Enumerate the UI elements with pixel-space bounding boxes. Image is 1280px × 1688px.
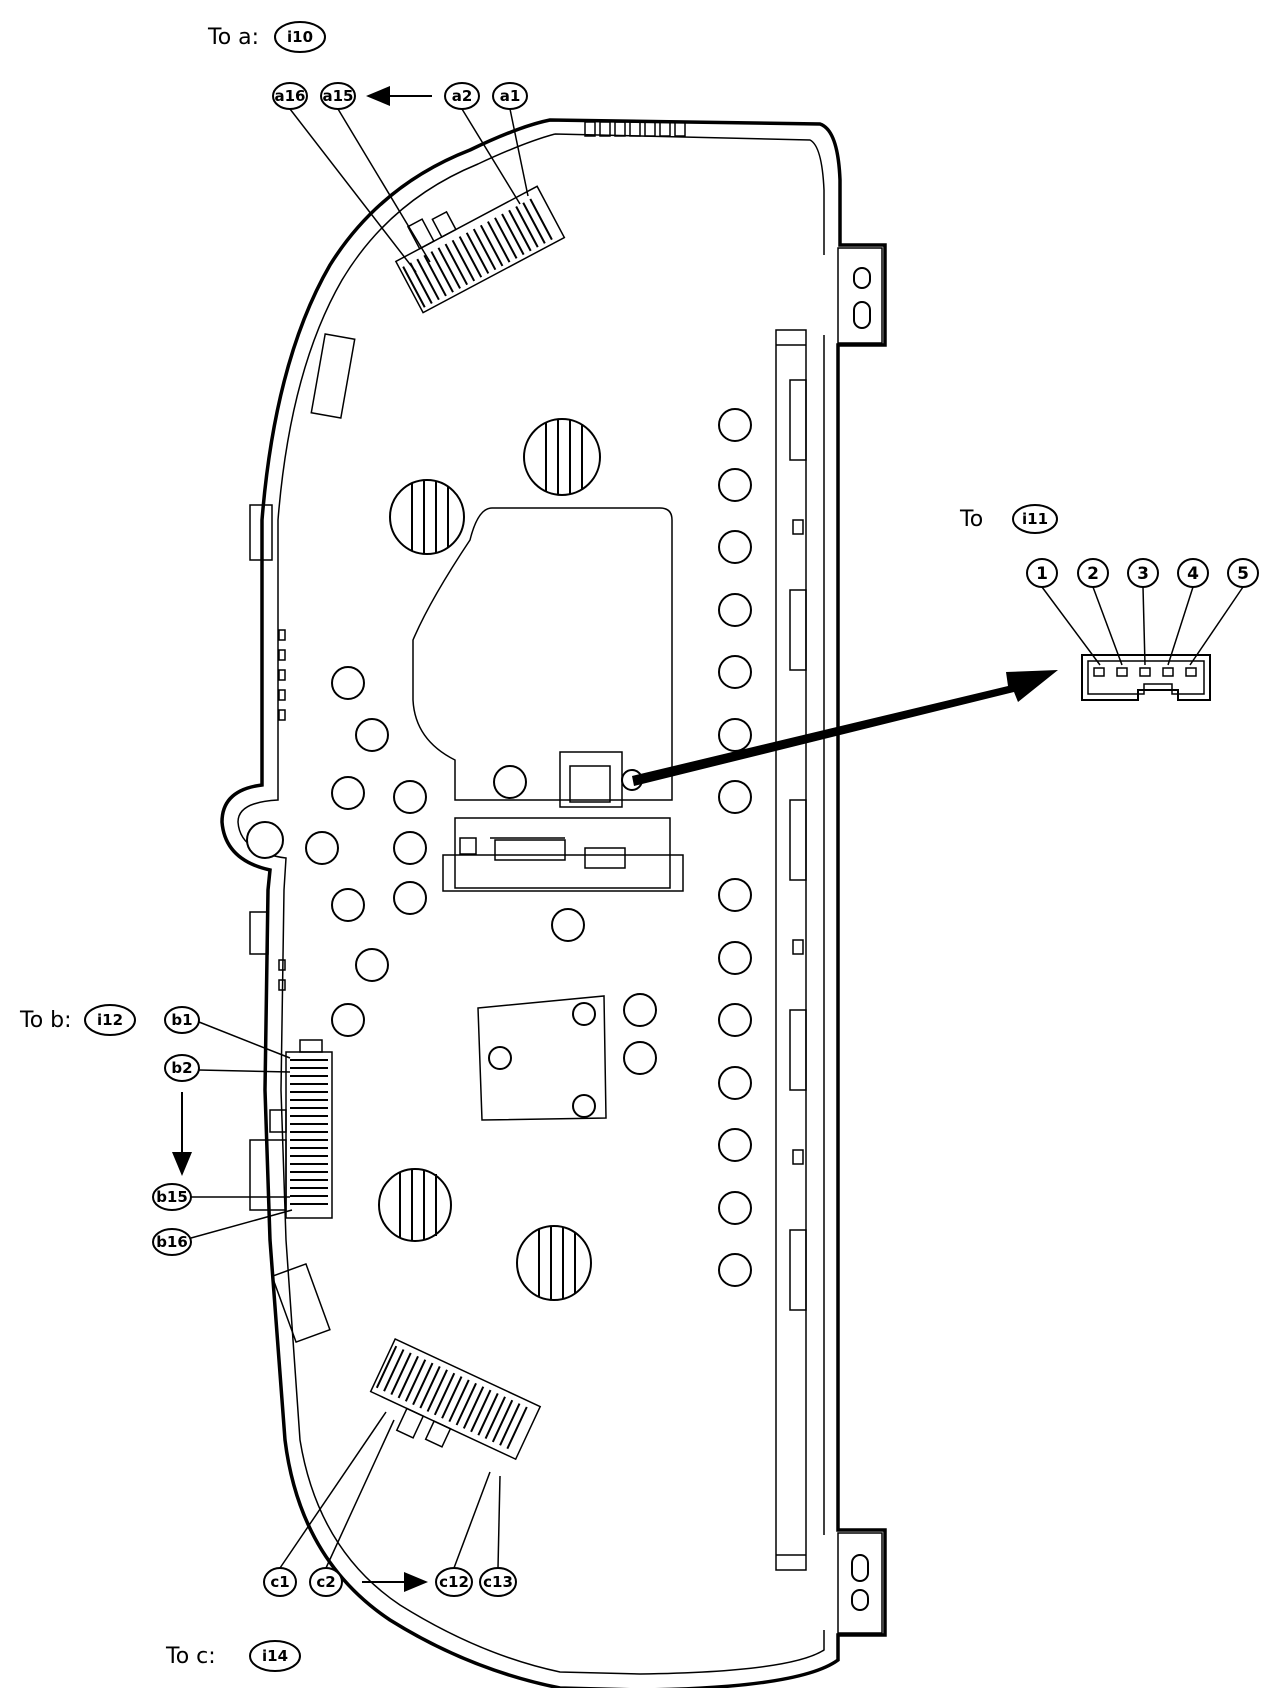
connector-b <box>249 1039 333 1219</box>
pin-i11-3: 3 <box>1137 564 1149 584</box>
to-i11-label: To <box>959 507 983 532</box>
i11-pin-labels: 1 2 3 4 5 <box>1026 558 1259 666</box>
i12-oval <box>84 1004 136 1036</box>
large-holes <box>378 418 601 1301</box>
connector-a <box>394 185 566 314</box>
i10-tag: i10 <box>287 28 313 46</box>
i11-connector <box>1081 654 1211 701</box>
pin-a16: a16 <box>275 87 306 105</box>
i14-oval <box>249 1640 301 1672</box>
pin-i11-1: 1 <box>1036 564 1048 584</box>
pin-b2: b2 <box>171 1059 192 1077</box>
i11-oval <box>1012 504 1058 534</box>
pin-i11-4: 4 <box>1187 564 1199 584</box>
pin-i11-2: 2 <box>1087 564 1099 584</box>
i10-oval <box>274 21 326 53</box>
pin-c1: c1 <box>270 1573 289 1591</box>
connector-c <box>369 1338 542 1461</box>
cluster-housing <box>220 118 887 1688</box>
pin-c12: c12 <box>439 1573 469 1591</box>
i12-tag: i12 <box>97 1011 123 1029</box>
pin-c13: c13 <box>483 1573 513 1591</box>
to-b-label: To b: <box>19 1008 72 1033</box>
pin-c2: c2 <box>316 1573 335 1591</box>
top-teeth <box>584 121 686 137</box>
pin-row-c: c1 c2 c12 c13 <box>263 1411 517 1597</box>
i14-tag: i14 <box>262 1647 288 1665</box>
pin-i11-5: 5 <box>1237 564 1249 584</box>
pin-row-a: a16 a15 a2 a1 <box>272 82 529 273</box>
to-c-label: To c: <box>165 1644 216 1669</box>
pin-a2: a2 <box>452 87 473 105</box>
center-board <box>412 507 684 892</box>
pin-b16: b16 <box>156 1233 188 1251</box>
pin-a15: a15 <box>323 87 354 105</box>
arrow-to-i11 <box>632 670 1058 786</box>
left-notches <box>278 629 286 991</box>
pin-a1: a1 <box>500 87 521 105</box>
square-plate <box>477 995 607 1121</box>
pin-b1: b1 <box>171 1011 192 1029</box>
i11-tag: i11 <box>1022 510 1048 528</box>
pin-col-b: b1 b2 b15 b16 <box>152 1006 293 1256</box>
pin-b15: b15 <box>156 1188 188 1206</box>
small-holes <box>305 408 752 1287</box>
to-a-label: To a: <box>207 25 259 50</box>
